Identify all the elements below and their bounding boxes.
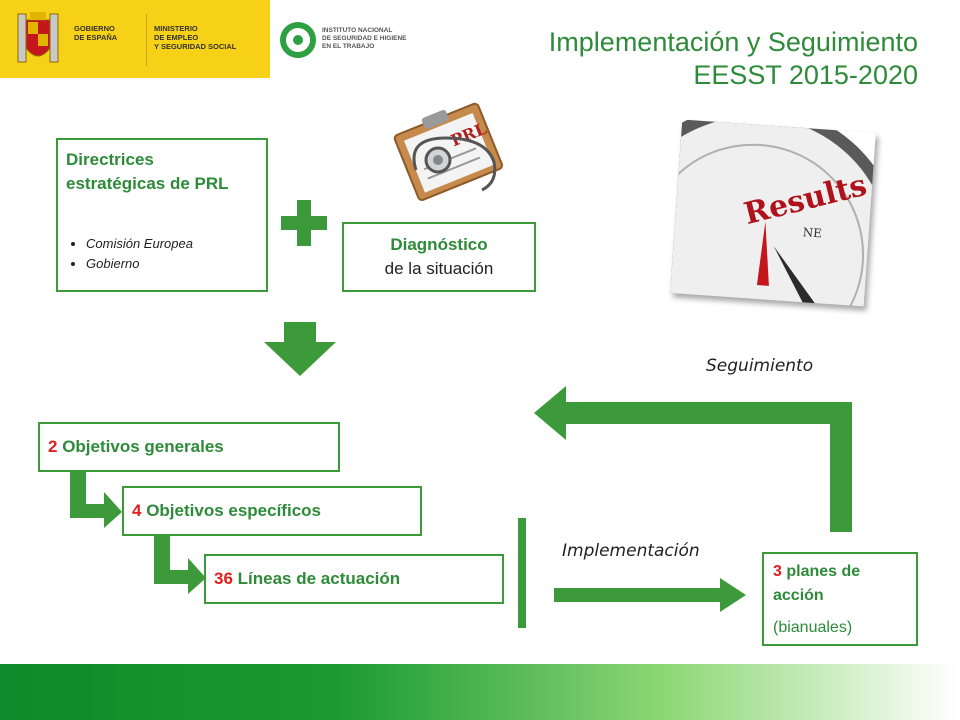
bent-arrow-icon <box>154 534 206 594</box>
bent-arrow-icon <box>70 470 122 528</box>
step1-number: 2 <box>48 437 58 456</box>
seguimiento-label: Seguimiento <box>706 356 814 376</box>
planes-number: 3 <box>773 563 782 580</box>
planes-box: 3 planes de acción (bianuales) <box>762 552 918 646</box>
directrices-heading: Directrices estratégicas de PRL <box>66 150 229 193</box>
diagnostico-line1: Diagnóstico <box>390 235 488 254</box>
title-line1: Implementación y Seguimiento <box>548 27 918 57</box>
implementacion-arrow <box>554 578 746 612</box>
banner-divider <box>146 14 147 66</box>
directrices-box: Directrices estratégicas de PRL Comisión… <box>56 138 268 292</box>
insht-logo-icon <box>280 22 316 58</box>
ministerio-text: MINISTERIO DE EMPLEO Y SEGURIDAD SOCIAL <box>154 24 237 51</box>
directrices-list: Comisión Europea Gobierno <box>58 234 193 274</box>
planes-text: planes de acción <box>773 563 861 604</box>
step2-text: Objetivos específicos <box>141 501 321 520</box>
insht-text: INSTITUTO NACIONAL DE SEGURIDAD E HIGIEN… <box>322 27 407 50</box>
directrices-bullet: Gobierno <box>86 254 193 274</box>
diagnostico-box: Diagnóstico de la situación <box>342 222 536 292</box>
step3-text: Líneas de actuación <box>232 569 401 588</box>
step-objetivos-generales: 2 Objetivos generales <box>38 422 340 472</box>
page-title: Implementación y Seguimiento EESST 2015-… <box>549 26 918 92</box>
step-objetivos-especificos: 4 Objetivos específicos <box>122 486 422 536</box>
coat-of-arms-icon <box>17 12 59 63</box>
compass-ne: NE <box>802 225 822 240</box>
clipboard-stethoscope-image: PRL <box>393 102 504 201</box>
step3-number: 36 <box>214 569 233 588</box>
implementacion-label: Implementación <box>562 541 700 561</box>
planes-heading: 3 planes de acción <box>773 560 913 608</box>
footer-bar <box>0 664 960 720</box>
vertical-bar <box>518 518 526 628</box>
step2-number: 4 <box>132 501 142 520</box>
plus-icon <box>281 200 327 246</box>
planes-sub: (bianuales) <box>773 619 853 636</box>
directrices-bullet: Comisión Europea <box>86 234 193 254</box>
step1-text: Objetivos generales <box>57 437 224 456</box>
gobierno-text: GOBIERNO DE ESPAÑA <box>74 24 118 42</box>
step-lineas-actuacion: 36 Líneas de actuación <box>204 554 504 604</box>
down-arrow-icon <box>264 322 336 376</box>
seguimiento-arrow <box>534 386 852 532</box>
compass-image: Results NE <box>603 104 904 405</box>
diagnostico-line2: de la situación <box>384 259 494 278</box>
title-line2: EESST 2015-2020 <box>693 60 918 90</box>
